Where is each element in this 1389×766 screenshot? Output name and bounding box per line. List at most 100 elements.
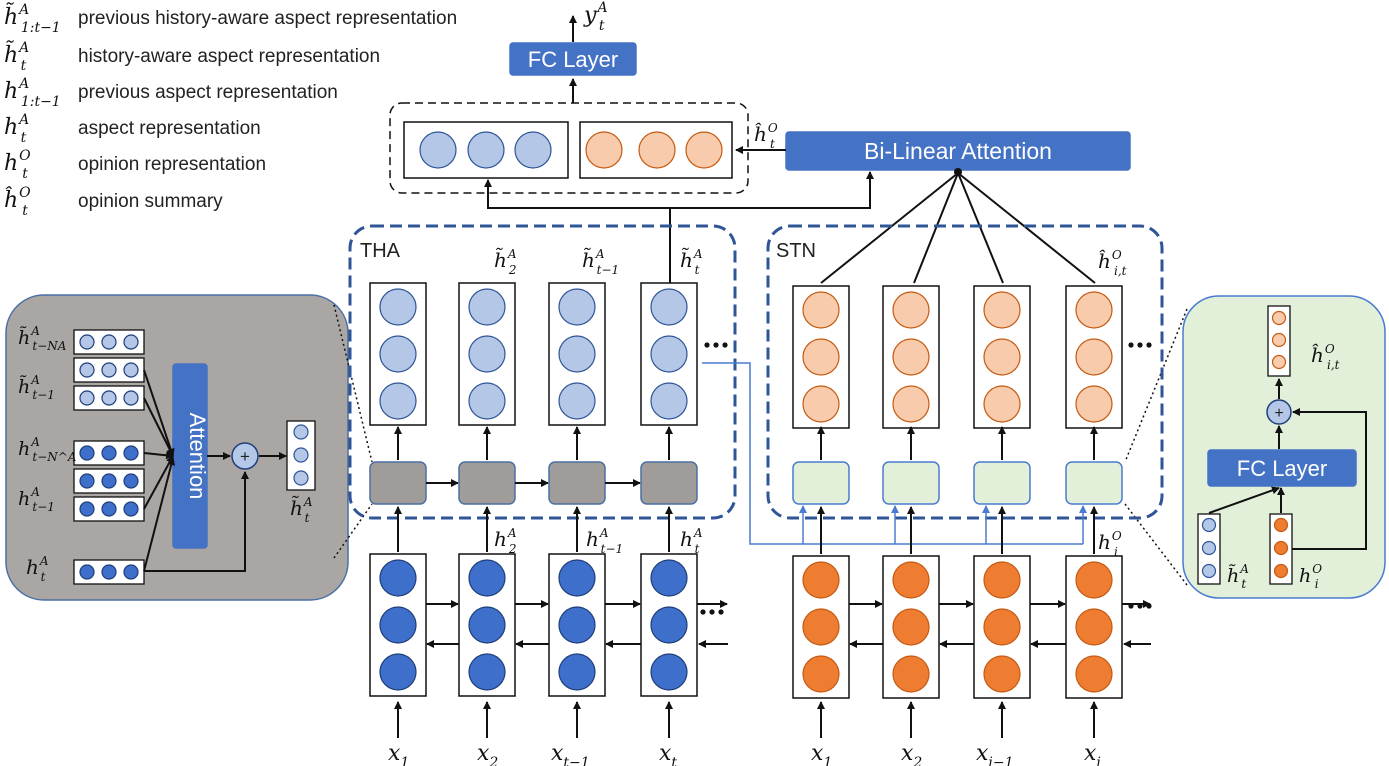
concat-aspect-unit [514,131,552,169]
legend-text: aspect representation [78,118,261,139]
stn-ellipsis [1128,342,1134,348]
concat-opinion-unit [585,131,623,169]
aspect-row-unit [79,445,95,461]
history-aware-output-unit [293,447,309,463]
arrow-opinion-skip [1292,408,1367,550]
aspect-lstm-column-unit [558,559,596,597]
stn-detail-panel [1182,295,1386,599]
tha-ellipsis [722,342,728,348]
history-row-unit [79,334,95,350]
fan-line [913,172,959,284]
tha-ellipsis [713,342,719,348]
aspect-lstm-column-unit [558,653,596,691]
tha-hidden-column-unit [468,335,506,373]
tha-label: THA [360,240,401,262]
tha-hidden-column-unit [468,288,506,326]
tha-cell [640,461,698,505]
gate-sum-node [1266,399,1292,425]
opinion-lstm-column-unit [983,608,1021,646]
opinion-lstm-column-unit [983,655,1021,693]
legend-text: previous history-aware aspect representa… [78,8,457,29]
aspect-row-unit [79,501,95,517]
tha-hidden-column-unit [558,382,596,420]
tha-cell [369,461,427,505]
fc-layer-top [509,42,637,76]
aspect-lstm-column-unit [468,653,506,691]
history-row-unit [101,390,117,406]
input-token-label: xi−1 [976,741,1014,766]
aspect-input-ellipsis [718,609,724,615]
opinion-lstm-column-unit [892,655,930,693]
tha-hidden-column-unit [558,288,596,326]
input-token-label: x1 [388,741,409,766]
arrow-aspect-to-fc [1208,486,1280,514]
opinion-lstm-column-unit [892,608,930,646]
stn-cell [792,461,850,505]
opinion-lstm-column-unit [1075,561,1113,599]
stn-hidden-column-unit [1075,291,1113,329]
zoom-line [1124,308,1188,463]
legend-text: history-aware aspect representation [78,46,380,67]
fan-line [957,172,1096,284]
stn-hidden-column-unit [892,291,930,329]
opinion-input-unit [1273,563,1289,579]
aspect-current-row-unit [79,564,95,580]
history-row-unit [123,390,139,406]
stn-hidden-column-unit [802,385,840,423]
aspect-lstm-column-unit [379,653,417,691]
history-row-unit [123,362,139,378]
arrow-to-attention [143,397,174,457]
opinion-input-ellipsis [1146,603,1152,609]
tha-cell [458,461,516,505]
stn-cell [882,461,940,505]
arrow-to-attention [143,457,176,572]
aspect-input-unit [1201,540,1217,556]
aspect-lstm-column-unit [558,606,596,644]
fan-line [957,172,1004,284]
tha-cell [548,461,606,505]
history-row-unit [79,362,95,378]
stn-module-box [766,224,1164,520]
stn-hidden-column-unit [892,338,930,376]
history-row-unit [123,334,139,350]
opinion-input-ellipsis [1128,603,1134,609]
aspect-input-unit [1201,563,1217,579]
fc-layer-top-label: FC Layer [528,47,618,72]
aspect-row-unit [101,445,117,461]
history-row-unit [101,362,117,378]
aspect-current-row-unit [101,564,117,580]
arrow-to-attention [143,369,175,457]
concat-aspect-unit [467,131,505,169]
sum-node-label: + [240,447,250,466]
opinion-input-unit [1273,517,1289,533]
input-token-label: x1 [811,741,832,766]
tha-hidden-column-unit [650,382,688,420]
concat-dashed-box [389,102,749,194]
arrow-tha-to-bilinear [670,171,874,209]
tha-hidden-column-unit [468,382,506,420]
tha-ellipsis [704,342,710,348]
opinion-lstm-column-unit [892,561,930,599]
fc-layer-right [1207,449,1357,487]
input-token-label: x2 [477,741,498,766]
input-token-label: x2 [901,741,922,766]
tha-hidden-column-unit [558,335,596,373]
aspect-row-unit [79,473,95,489]
concat-opinion-unit [685,131,723,169]
stn-hidden-column-unit [1075,338,1113,376]
opinion-input-unit [1273,540,1289,556]
